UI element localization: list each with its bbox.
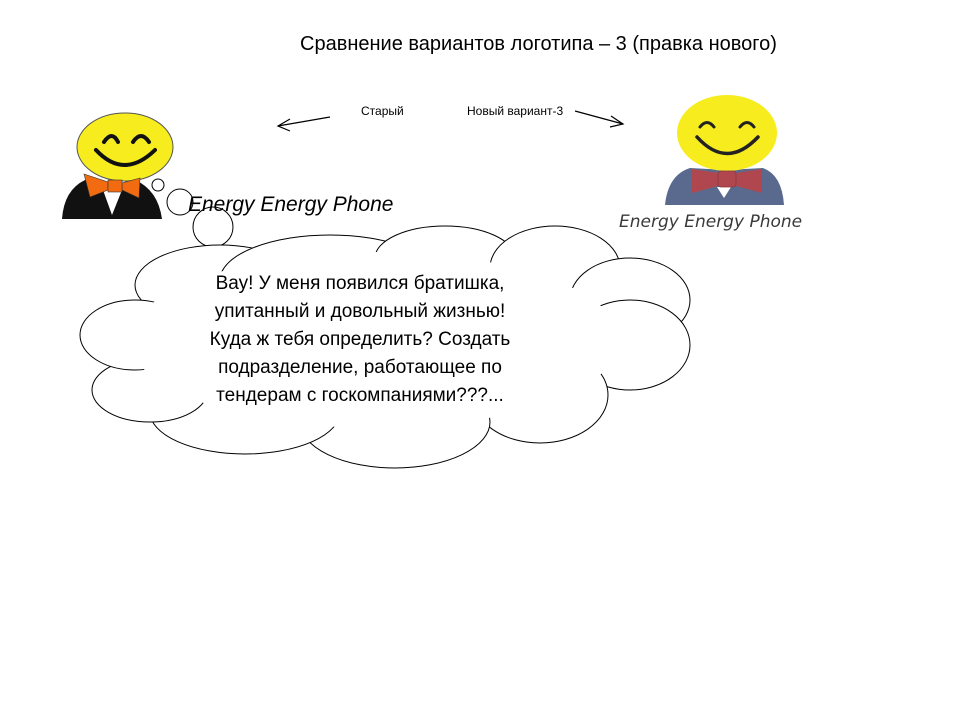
thought-bubble-text: Вау! У меня появился братишка, упитанный… (170, 270, 550, 410)
bubble-line: тендерам с госкомпаниями???... (216, 385, 504, 406)
new-label: Новый вариант-3 (467, 104, 564, 118)
bubble-line: подразделение, работающее по (218, 357, 502, 378)
new-logo (665, 95, 784, 205)
thought-cloud (79, 178, 691, 469)
bubble-line: Вау! У меня появился братишка, (215, 273, 505, 294)
old-label: Старый (361, 104, 404, 118)
old-logo (62, 112, 174, 219)
arrow-right-icon (574, 110, 625, 128)
old-brand-text: Energy Energy Phone (188, 193, 394, 216)
new-brand-text: Energy Energy Phone (619, 212, 803, 232)
bubble-line: Куда ж тебя определить? Создать (209, 329, 511, 350)
page-title: Сравнение вариантов логотипа – 3 (правка… (300, 33, 777, 55)
bubble-line: упитанный и довольный жизнью! (214, 301, 506, 322)
arrow-left-icon (276, 116, 331, 132)
